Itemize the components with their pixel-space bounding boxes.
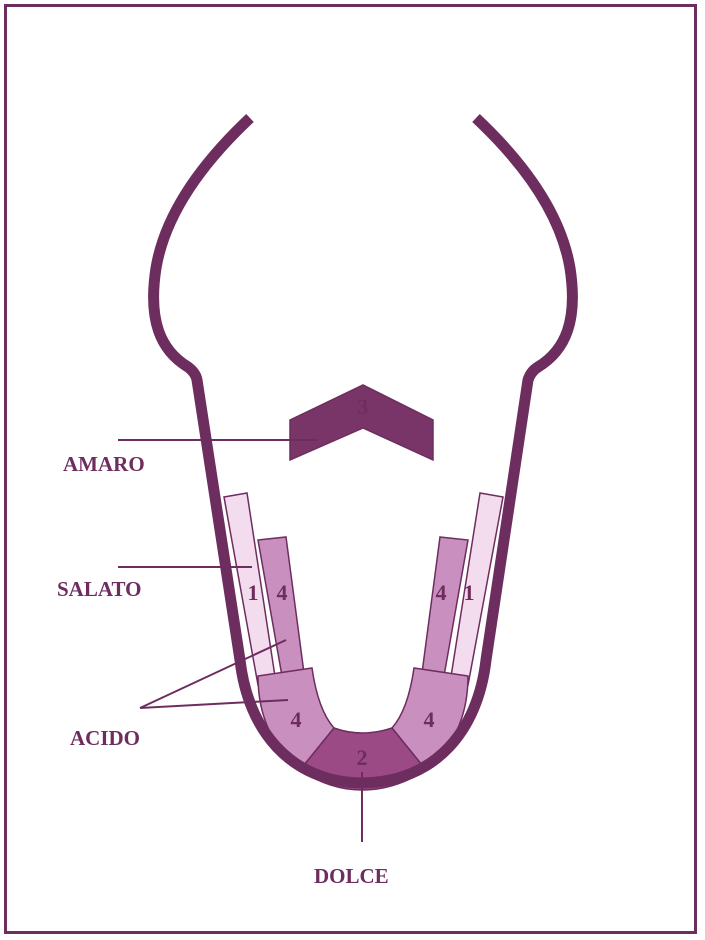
zone-number-sour-right-low: 4 (424, 707, 435, 732)
zone-number-sweet: 2 (357, 745, 368, 770)
zone-number-sour-left-inner: 4 (277, 580, 288, 605)
label-acido: ACIDO (70, 726, 140, 750)
label-amaro: AMARO (63, 452, 145, 476)
label-salato: SALATO (57, 577, 141, 601)
tongue-outline (154, 118, 573, 783)
zone-number-sour-left-low: 4 (291, 707, 302, 732)
zone-number-salt-right: 1 (464, 580, 475, 605)
zone-number-sour-right-inner: 4 (436, 580, 447, 605)
zone-number-salt-left: 1 (248, 580, 259, 605)
label-dolce: DOLCE (314, 864, 389, 888)
zone-number-bitter: 3 (358, 394, 369, 419)
